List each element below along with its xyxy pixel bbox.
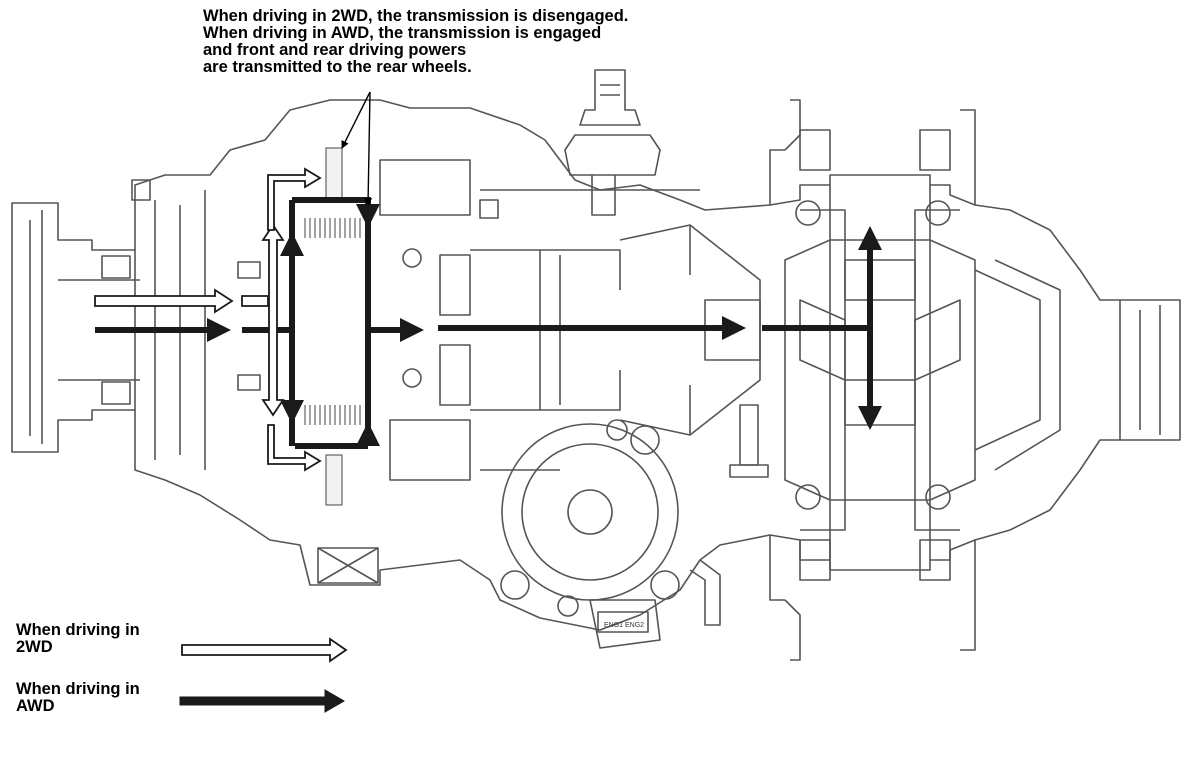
housing-outline <box>11 69 1181 661</box>
callout-line-1: When driving in 2WD, the transmission is… <box>203 7 629 25</box>
legend-2wd-arrow <box>181 637 348 663</box>
callout-text: When driving in 2WD, the transmission is… <box>203 8 763 76</box>
legend-2wd-line1: When driving in <box>16 621 140 639</box>
awd-power-flow <box>95 197 882 449</box>
clutch-pack <box>304 147 361 506</box>
two-wd-power-flow <box>94 167 322 472</box>
legend-awd-label: When driving in AWD <box>16 681 140 715</box>
legend-awd-line1: When driving in <box>16 680 140 698</box>
connector-label: ENG1 ENG2 <box>604 622 644 629</box>
callout-leaders <box>341 91 373 206</box>
legend-awd-line2: AWD <box>16 697 55 715</box>
callout-line-2: When driving in AWD, the transmission is… <box>203 24 602 42</box>
callout-line-3: and front and rear driving powers <box>203 41 467 59</box>
legend-arrows <box>179 637 348 713</box>
two-wd-input-arrow <box>94 288 234 314</box>
legend-2wd-line2: 2WD <box>16 638 53 656</box>
legend-awd-arrow <box>179 689 345 713</box>
legend-2wd-label: When driving in 2WD <box>16 622 140 656</box>
callout-line-4: are transmitted to the rear wheels. <box>203 58 472 76</box>
